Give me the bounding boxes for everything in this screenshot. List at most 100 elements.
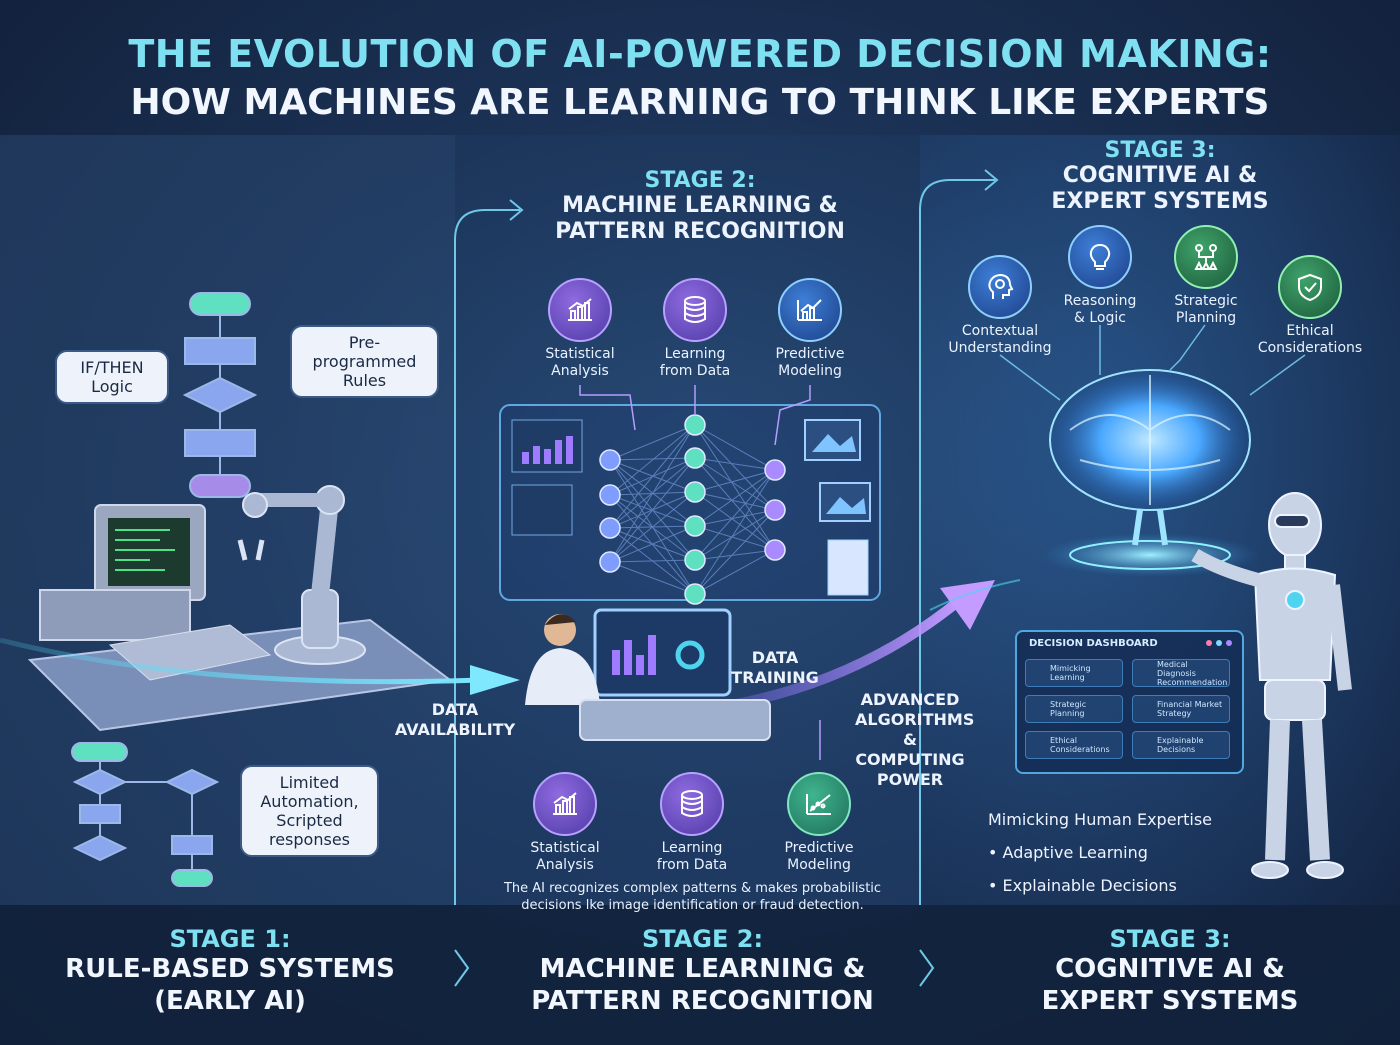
nn-node <box>599 484 621 506</box>
flow-arrow-1 <box>0 637 481 685</box>
data-availability-label: DATA AVAILABILITY <box>394 700 516 739</box>
nn-edge <box>609 561 696 595</box>
nn-edge <box>694 424 776 471</box>
strategy-tree-icon <box>1174 225 1238 289</box>
nn-node <box>684 515 706 537</box>
nn-edge <box>609 457 696 461</box>
nn-edge <box>694 491 776 511</box>
brain-hologram <box>1040 369 1260 577</box>
nn-edge <box>694 424 776 511</box>
head-gear-icon <box>968 255 1032 319</box>
nn-edge <box>694 424 776 551</box>
nn-node <box>599 551 621 573</box>
trend-chart-icon <box>778 278 842 342</box>
nn-edge <box>694 469 776 527</box>
bar-chart-icon <box>548 278 612 342</box>
expertise-bullet: • Adaptive Learning <box>988 843 1148 862</box>
nn-node <box>684 414 706 436</box>
stage-separator-1 <box>454 199 524 987</box>
nn-edge <box>609 424 696 529</box>
nn-edge <box>694 549 776 595</box>
robot-arm <box>237 485 366 665</box>
nn-edge <box>609 491 696 563</box>
expertise-bullet: • Explainable Decisions <box>988 876 1177 895</box>
stage1-panel <box>0 135 455 905</box>
main-title: THE EVOLUTION OF AI-POWERED DECISION MAK… <box>128 32 1272 76</box>
advanced-algorithms-label: ADVANCED ALGORITHMS & COMPUTING POWER <box>855 690 975 789</box>
nn-node <box>684 481 706 503</box>
retro-computer <box>27 504 453 732</box>
humanoid-robot <box>1191 492 1352 879</box>
nn-edge <box>609 559 696 563</box>
stage1-bottom-heading: STAGE 1: RULE-BASED SYSTEMS (EARLY AI) <box>65 925 395 1016</box>
lightbulb-icon <box>1068 225 1132 289</box>
nn-edge <box>694 469 776 561</box>
bottom-strip <box>0 905 1400 1045</box>
scientist-figure <box>525 608 771 741</box>
nn-edge <box>609 424 696 563</box>
stage2-description: The AI recognizes complex patterns & mak… <box>503 881 882 913</box>
nn-node <box>599 517 621 539</box>
nn-edge <box>694 457 776 471</box>
bar-chart-icon <box>533 772 597 836</box>
dashboard-title: DECISION DASHBOARD <box>1029 638 1158 649</box>
nn-edge <box>609 525 696 563</box>
nn-edge <box>694 457 776 551</box>
window-dots <box>1206 640 1232 646</box>
shield-check-icon <box>1278 255 1342 319</box>
bubble-pre-programmed: Pre-programmed Rules <box>290 325 439 398</box>
nn-edge <box>609 457 696 563</box>
stage3-icon-reasoning: Reasoning& Logic <box>1040 225 1160 327</box>
nn-edge <box>694 509 776 527</box>
nn-node <box>764 539 786 561</box>
bubble-if-then: IF/THEN Logic <box>55 350 169 404</box>
stage3-bottom-heading: STAGE 3: COGNITIVE AI & EXPERT SYSTEMS <box>1041 925 1299 1016</box>
nn-edge <box>694 469 776 493</box>
database-icon <box>663 278 727 342</box>
neural-network <box>499 404 881 605</box>
stage-separator-2 <box>919 169 999 987</box>
nn-edge <box>694 549 776 561</box>
nn-node <box>764 499 786 521</box>
nn-edge <box>694 457 776 511</box>
nn-edge <box>694 509 776 561</box>
bubble-limited-automation: Limited Automation, Scripted responses <box>240 765 379 857</box>
nn-edge <box>609 424 696 496</box>
flowchart-bottom <box>71 742 220 887</box>
nn-edge <box>694 525 776 551</box>
nn-node <box>684 549 706 571</box>
nn-edge <box>694 509 776 595</box>
stage2-bottom-heading: STAGE 2: MACHINE LEARNING & PATTERN RECO… <box>531 925 874 1016</box>
data-training-label: DATA TRAINING <box>731 648 819 687</box>
expertise-title: Mimicking Human Expertise <box>988 810 1213 829</box>
nn-edge <box>694 469 776 595</box>
nn-node <box>684 447 706 469</box>
nn-edge <box>694 491 776 551</box>
flowchart-top <box>182 292 258 498</box>
scatter-trend-icon <box>787 772 851 836</box>
nn-node <box>684 583 706 605</box>
nn-node <box>599 449 621 471</box>
nn-node <box>764 459 786 481</box>
stage2-top-heading: STAGE 2: MACHINE LEARNING & PATTERN RECO… <box>555 168 845 244</box>
database-icon <box>660 772 724 836</box>
main-subtitle: HOW MACHINES ARE LEARNING TO THINK LIKE … <box>130 82 1270 123</box>
nn-edge <box>609 424 696 461</box>
